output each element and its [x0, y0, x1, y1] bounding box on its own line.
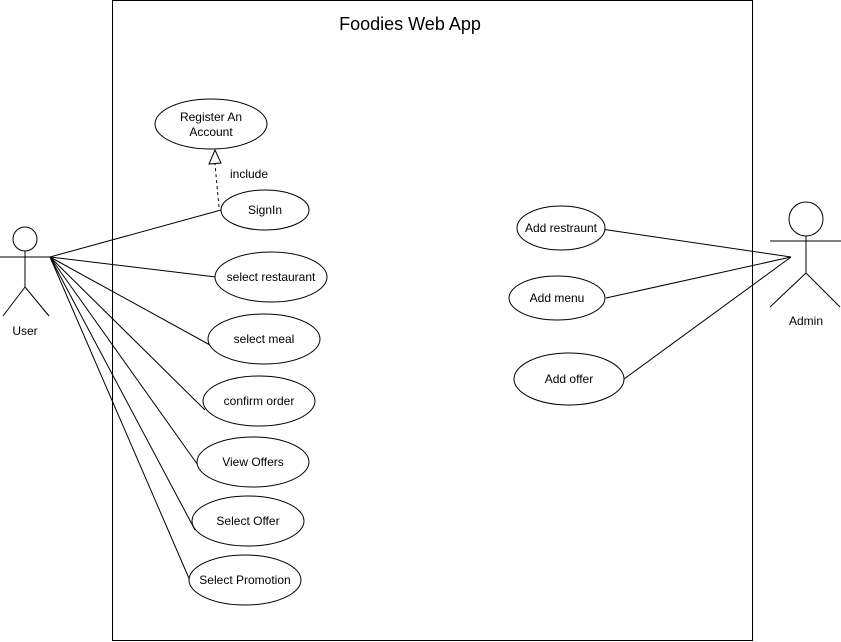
assoc-user-select-promotion [49, 256, 192, 584]
include-relation: include [208, 148, 268, 208]
assoc-admin-add-restaurant [600, 228, 792, 258]
actor-user-label: User [12, 324, 37, 338]
actor-admin-head [788, 201, 824, 237]
use-case-select-offer-label: Select Offer [216, 514, 279, 528]
use-case-select-offer[interactable]: Select Offer [191, 495, 305, 547]
use-case-confirm-order-label: confirm order [224, 394, 295, 408]
include-label: include [230, 167, 268, 181]
system-boundary [112, 0, 753, 641]
use-case-register-account-label-1: Register An [180, 110, 242, 124]
use-case-add-offer[interactable]: Add offer [513, 352, 625, 406]
actor-admin[interactable]: Admin [769, 201, 841, 328]
use-case-select-restaurant[interactable]: select restaurant [214, 251, 328, 303]
use-case-confirm-order[interactable]: confirm order [202, 375, 316, 427]
assoc-admin-add-offer [619, 256, 792, 383]
assoc-user-select-restaurant [49, 256, 217, 278]
actor-admin-right-leg [805, 272, 841, 308]
actor-user[interactable]: User [0, 226, 50, 338]
assoc-user-view-offers [49, 256, 201, 469]
assoc-user-signin [49, 209, 222, 258]
actor-admin-label: Admin [789, 314, 823, 328]
user-associations [49, 209, 222, 584]
system-title: Foodies Web App [339, 14, 481, 34]
use-case-add-offer-label: Add offer [545, 372, 593, 386]
assoc-user-confirm-order [49, 256, 206, 411]
include-line [214, 163, 220, 208]
use-case-signin-label: SignIn [248, 203, 282, 217]
use-case-signin[interactable]: SignIn [220, 189, 310, 231]
include-arrowhead [208, 148, 222, 165]
assoc-user-select-offer [49, 256, 196, 531]
use-case-select-promotion-label: Select Promotion [199, 573, 290, 587]
use-case-select-restaurant-label: select restaurant [227, 270, 316, 284]
use-case-view-offers[interactable]: View Offers [196, 436, 310, 488]
use-case-add-menu[interactable]: Add menu [508, 275, 606, 321]
actor-user-left-leg [2, 286, 26, 317]
use-case-add-restaurant[interactable]: Add restraunt [516, 205, 606, 251]
actor-admin-left-leg [769, 272, 807, 308]
use-case-register-account-label-2: Account [189, 125, 233, 139]
assoc-admin-add-menu [605, 256, 792, 299]
admin-associations [600, 228, 792, 383]
use-case-select-promotion[interactable]: Select Promotion [188, 554, 302, 606]
use-case-select-meal-label: select meal [234, 332, 295, 346]
assoc-user-select-meal [49, 256, 211, 346]
actor-user-head [12, 226, 38, 252]
use-case-add-menu-label: Add menu [530, 291, 585, 305]
actor-user-right-leg [24, 286, 50, 317]
use-case-add-restaurant-label: Add restraunt [525, 221, 598, 235]
use-case-register-account[interactable]: Register An Account [154, 98, 268, 150]
use-case-view-offers-label: View Offers [222, 455, 284, 469]
use-case-select-meal[interactable]: select meal [207, 313, 321, 365]
